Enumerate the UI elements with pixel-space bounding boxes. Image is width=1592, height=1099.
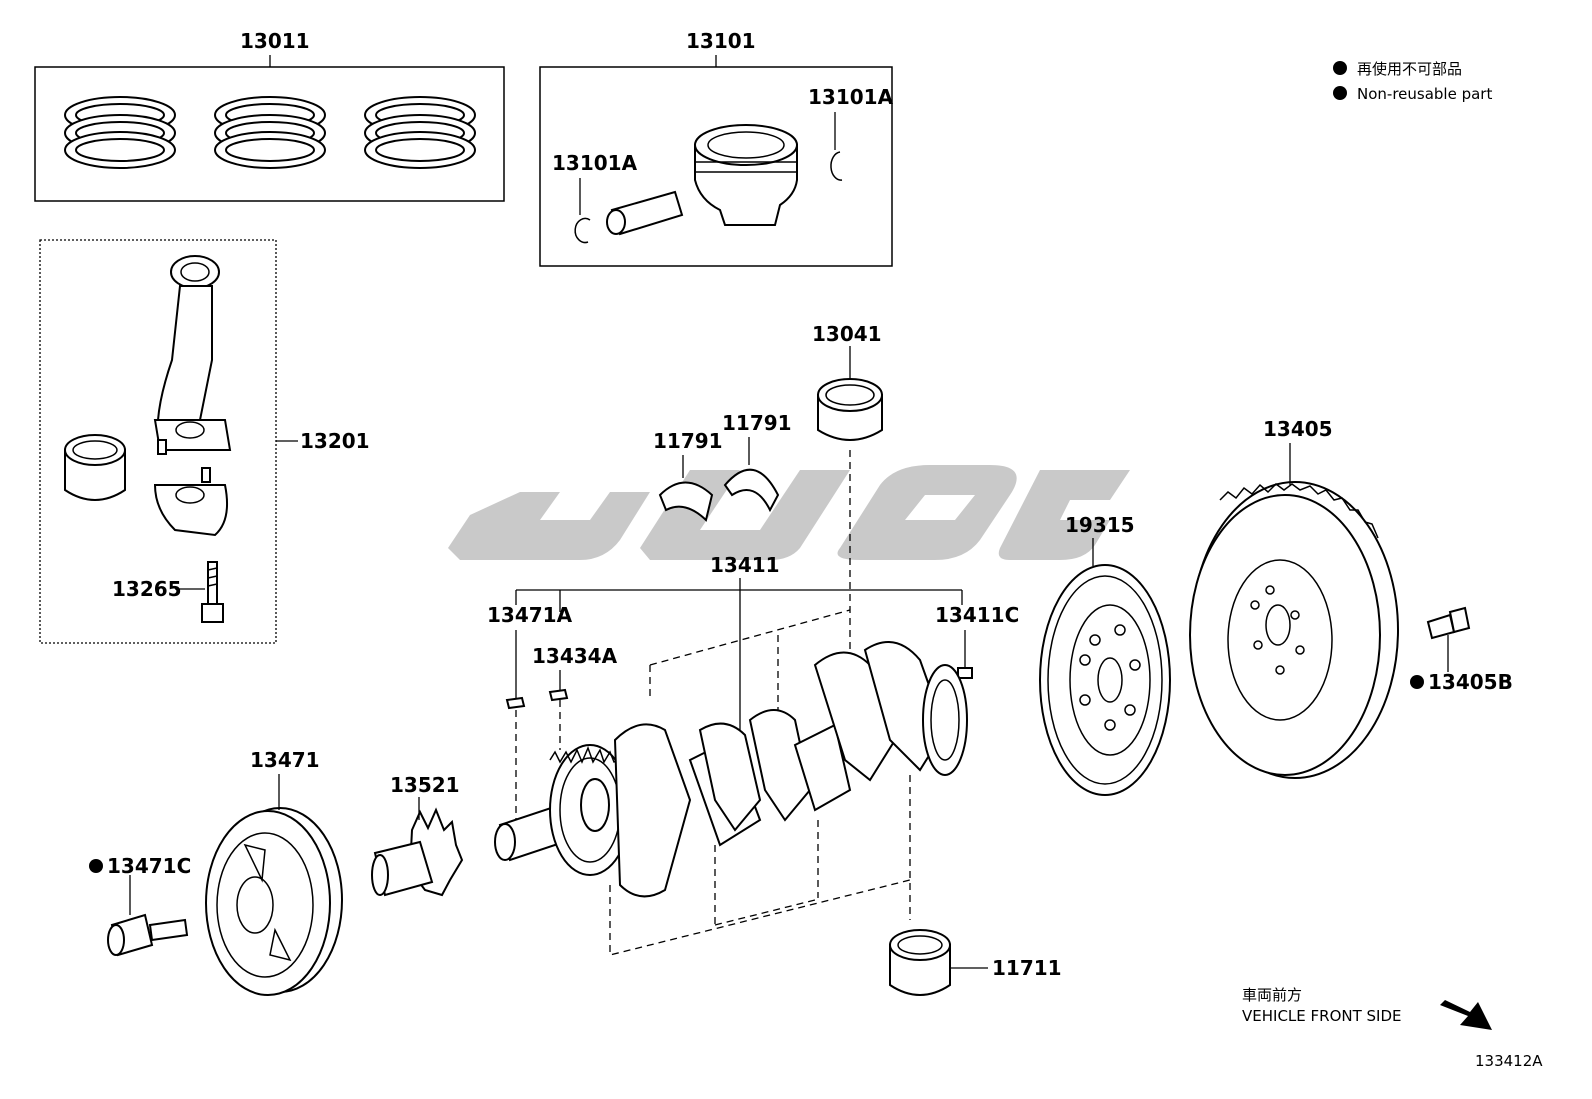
signal-plate-icon (1039, 564, 1171, 796)
piston-pin-icon (606, 190, 684, 236)
flywheel-bolt-icon (1426, 606, 1471, 640)
piston-ring-icon (214, 96, 326, 169)
non-reusable-dot-icon (1410, 675, 1424, 689)
crankshaft-icon (494, 641, 968, 898)
snap-ring-icon (574, 217, 591, 244)
piston-ring-icon (64, 96, 176, 169)
label-19315: 19315 (1065, 513, 1135, 537)
piston-ring-icon (364, 96, 476, 169)
rod-bolt-icon (201, 561, 224, 623)
label-13521: 13521 (390, 773, 460, 797)
snap-ring-icon (830, 151, 843, 181)
label-11791-left: 11791 (653, 429, 723, 453)
label-11711: 11711 (992, 956, 1062, 980)
non-reusable-dot-icon (1333, 86, 1347, 100)
label-13411: 13411 (710, 553, 780, 577)
piston-icon (694, 124, 798, 226)
main-bearing-upper-icon (817, 378, 883, 441)
pulley-bolt-icon (107, 913, 189, 957)
label-11791-right: 11791 (722, 411, 792, 435)
label-13471: 13471 (250, 748, 320, 772)
label-13011: 13011 (240, 29, 310, 53)
label-13101: 13101 (686, 29, 756, 53)
thrust-washer-icon (723, 468, 780, 513)
non-reusable-dot-icon (1333, 61, 1347, 75)
label-13201: 13201 (300, 429, 370, 453)
connecting-rod-bearing-icon (64, 434, 126, 501)
label-13405: 13405 (1263, 417, 1333, 441)
non-reusable-dot-icon (89, 859, 103, 873)
main-bearing-lower-icon (889, 929, 951, 996)
pin-icon (957, 667, 973, 679)
direction-en: VEHICLE FRONT SIDE (1242, 1007, 1402, 1025)
label-13471c: 13471C (107, 854, 191, 878)
label-13471a: 13471A (487, 603, 573, 627)
thrust-washer-icon (658, 481, 714, 522)
direction-jp: 車両前方 (1242, 986, 1302, 1004)
front-arrow-icon (1440, 1000, 1492, 1030)
label-13434a: 13434A (532, 644, 618, 668)
crank-sprocket-icon (371, 807, 464, 897)
label-13041: 13041 (812, 322, 882, 346)
watermark-logo (448, 465, 1130, 560)
label-13411c: 13411C (935, 603, 1019, 627)
legend-en: Non-reusable part (1357, 85, 1492, 103)
legend-jp: 再使用不可部品 (1357, 60, 1462, 78)
label-13265: 13265 (112, 577, 182, 601)
key-icon (548, 688, 569, 702)
crank-pulley-icon (205, 807, 343, 996)
connecting-rod-icon (153, 255, 232, 537)
flywheel-icon (1189, 481, 1399, 779)
label-13101a-left: 13101A (552, 151, 638, 175)
label-13405b: 13405B (1428, 670, 1513, 694)
figure-id: 133412A (1475, 1052, 1543, 1070)
key-icon (505, 696, 526, 710)
label-13101a-top: 13101A (808, 85, 894, 109)
